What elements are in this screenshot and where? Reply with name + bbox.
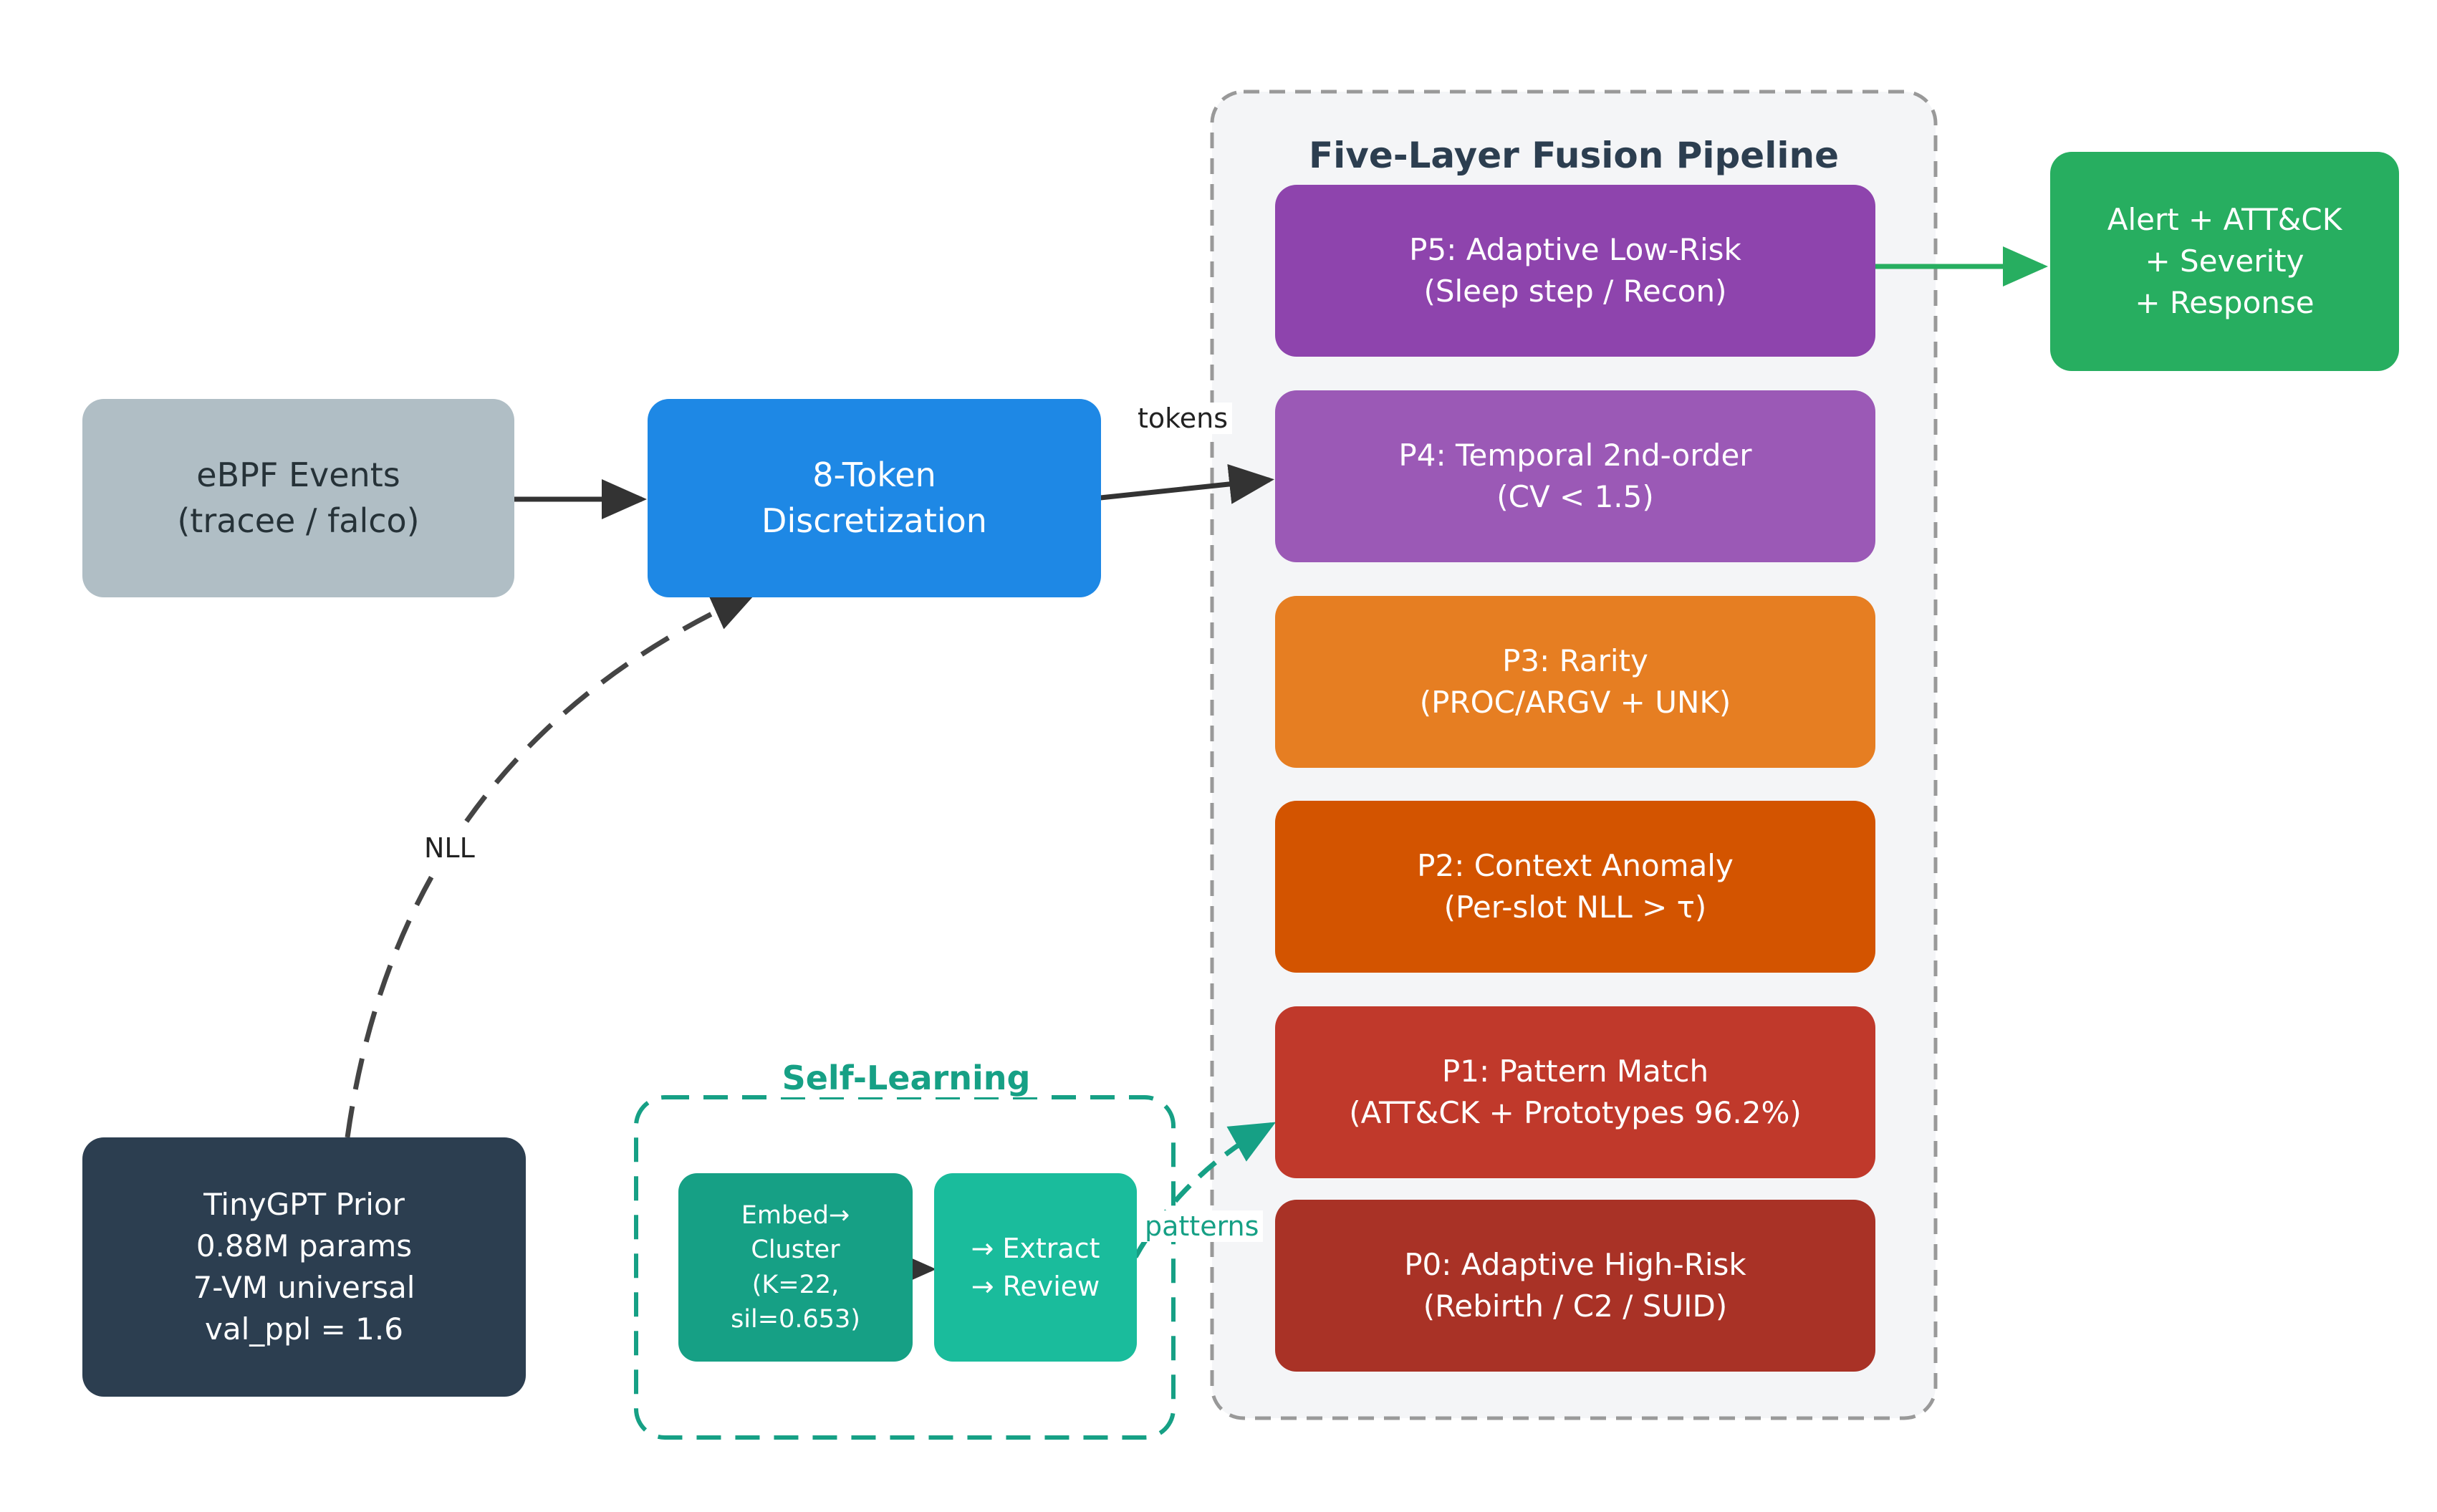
- layer-p1-line-2: (ATT&CK + Prototypes 96.2%): [1349, 1095, 1802, 1130]
- layer-p4: P4: Temporal 2nd-order (CV < 1.5): [1275, 390, 1875, 562]
- edge-label-patterns: patterns: [1140, 1210, 1264, 1242]
- alert-line-3: + Response: [2135, 284, 2315, 320]
- ebpf-events-line-1: eBPF Events: [196, 456, 400, 495]
- ebpf-events-node: eBPF Events (tracee / falco): [82, 399, 514, 597]
- layer-p0-line-2: (Rebirth / C2 / SUID): [1423, 1289, 1728, 1324]
- edge-label-tokens: tokens: [1133, 403, 1233, 434]
- prior-line-4: val_ppl = 1.6: [205, 1311, 403, 1347]
- tokenizer-line-2: Discretization: [761, 501, 987, 540]
- ebpf-events-line-2: (tracee / falco): [177, 501, 420, 540]
- alert-node: Alert + ATT&CK + Severity + Response: [2050, 152, 2399, 371]
- layer-p5-line-1: P5: Adaptive Low-Risk: [1409, 232, 1741, 268]
- layer-p1-line-1: P1: Pattern Match: [1441, 1054, 1709, 1089]
- prior-line-3: 7-VM universal: [193, 1270, 415, 1305]
- alert-line-1: Alert + ATT&CK: [2107, 202, 2342, 238]
- tokenizer-line-1: 8-Token: [812, 456, 936, 495]
- layer-p3-line-1: P3: Rarity: [1502, 643, 1648, 679]
- embed-cluster-node: Embed→ Cluster (K=22, sil=0.653): [678, 1173, 913, 1362]
- edge-label-nll: NLL: [420, 832, 479, 864]
- layer-p2-line-1: P2: Context Anomaly: [1417, 848, 1734, 884]
- embed-line-1: Embed→: [741, 1200, 850, 1230]
- layer-p3: P3: Rarity (PROC/ARGV + UNK): [1275, 596, 1875, 768]
- layer-p4-line-1: P4: Temporal 2nd-order: [1398, 438, 1752, 473]
- tinygpt-prior-node: TinyGPT Prior 0.88M params 7-VM universa…: [82, 1137, 526, 1397]
- layer-p1: P1: Pattern Match (ATT&CK + Prototypes 9…: [1275, 1006, 1875, 1178]
- layer-p0-line-1: P0: Adaptive High-Risk: [1404, 1247, 1746, 1283]
- layer-p5-line-2: (Sleep step / Recon): [1423, 274, 1727, 309]
- embed-line-3: (K=22,: [751, 1270, 840, 1299]
- edge-prior-to-tokenizer: [345, 592, 757, 1138]
- prior-line-2: 0.88M params: [196, 1228, 413, 1264]
- extract-review-node: → Extract → Review: [934, 1173, 1137, 1362]
- layer-p3-line-2: (PROC/ARGV + UNK): [1419, 685, 1731, 720]
- pipeline-title: Five-Layer Fusion Pipeline: [1309, 135, 1839, 176]
- embed-line-4: sil=0.653): [731, 1304, 860, 1334]
- prior-line-1: TinyGPT Prior: [203, 1187, 405, 1223]
- alert-line-2: + Severity: [2145, 244, 2304, 279]
- layer-p0: P0: Adaptive High-Risk (Rebirth / C2 / S…: [1275, 1200, 1875, 1372]
- self-learning-container: [634, 1095, 1176, 1440]
- embed-line-2: Cluster: [751, 1236, 840, 1265]
- self-learning-title: Self-Learning: [774, 1059, 1039, 1097]
- extract-line-2: → Review: [971, 1270, 1100, 1302]
- layer-p4-line-2: (CV < 1.5): [1496, 479, 1654, 514]
- extract-line-1: → Extract: [971, 1233, 1100, 1265]
- layer-p2-line-2: (Per-slot NLL > τ): [1443, 890, 1707, 925]
- layer-p2: P2: Context Anomaly (Per-slot NLL > τ): [1275, 801, 1875, 973]
- tokenizer-node: 8-Token Discretization: [648, 399, 1101, 597]
- layer-p5: P5: Adaptive Low-Risk (Sleep step / Reco…: [1275, 185, 1875, 357]
- edge-tokenizer-to-pipeline: [1100, 464, 1274, 504]
